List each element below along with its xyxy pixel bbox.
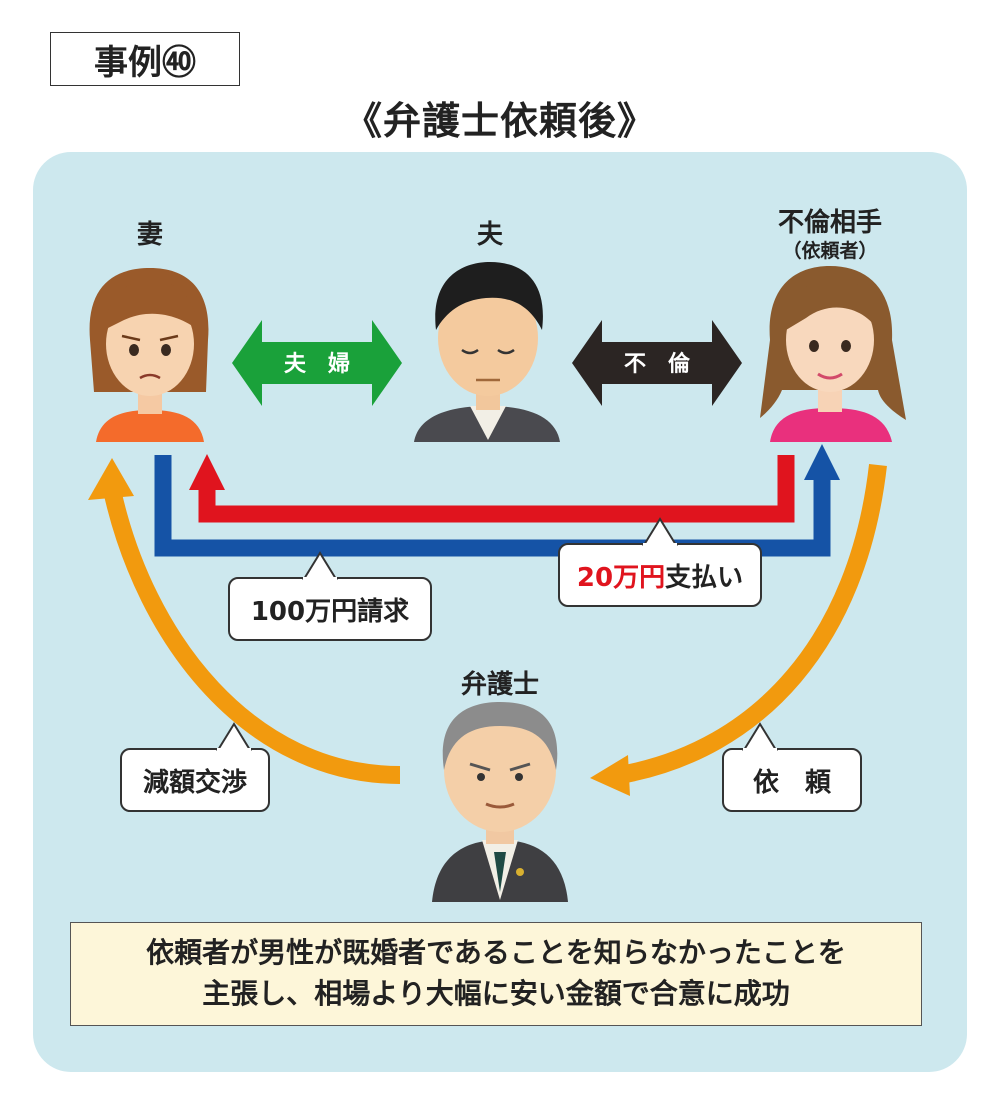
affair-label: 不 倫	[623, 352, 690, 377]
partner-sub-label: （依頼者）	[782, 240, 878, 262]
claim-bubble: 100万円請求	[228, 577, 432, 641]
wife-figure	[89, 268, 209, 442]
claim-suffix: 請求	[357, 596, 410, 627]
case-label: 事例㊵	[50, 32, 240, 86]
payment-flow-arrowhead	[189, 454, 225, 490]
couple-label: 夫 婦	[283, 352, 350, 377]
summary-box: 依頼者が男性が既婚者であることを知らなかったことを 主張し、相場より大幅に安い金…	[70, 922, 922, 1026]
payment-bubble-tail	[642, 517, 678, 547]
claim-bubble-tail	[302, 551, 338, 581]
claim-amount: 100万円	[250, 596, 358, 627]
couple-arrow	[232, 320, 402, 406]
payment-amount: 20万円	[576, 562, 666, 593]
husband-label: 夫	[476, 220, 503, 250]
partner-label: 不倫相手	[777, 208, 882, 238]
negotiation-arrowhead	[88, 458, 134, 500]
lawyer-label: 弁護士	[460, 670, 539, 700]
partner-figure	[760, 266, 906, 442]
negotiation-bubble-tail	[216, 722, 252, 752]
summary-line-1: 依頼者が男性が既婚者であることを知らなかったことを	[146, 936, 846, 970]
husband-figure	[414, 262, 560, 442]
negotiation-arrow	[103, 488, 401, 784]
summary-line-2: 主張し、相場より大幅に安い金額で合意に成功	[202, 977, 790, 1010]
request-arrow	[618, 463, 887, 784]
lawyer-figure	[432, 702, 568, 902]
page-title: 《弁護士依頼後》	[343, 99, 656, 143]
negotiation-bubble: 減額交渉	[120, 748, 270, 812]
request-bubble: 依 頼	[722, 748, 862, 812]
payment-flow-line	[198, 455, 795, 523]
payment-suffix: 支払い	[665, 562, 744, 593]
payment-bubble: 20万円支払い	[558, 543, 762, 607]
request-arrowhead	[590, 755, 630, 796]
wife-label: 妻	[136, 220, 163, 250]
request-bubble-tail	[742, 722, 778, 752]
claim-flow-arrowhead	[804, 444, 840, 480]
affair-arrow	[572, 320, 742, 406]
case-label-text: 事例㊵	[94, 42, 196, 83]
claim-flow-line	[154, 455, 831, 557]
